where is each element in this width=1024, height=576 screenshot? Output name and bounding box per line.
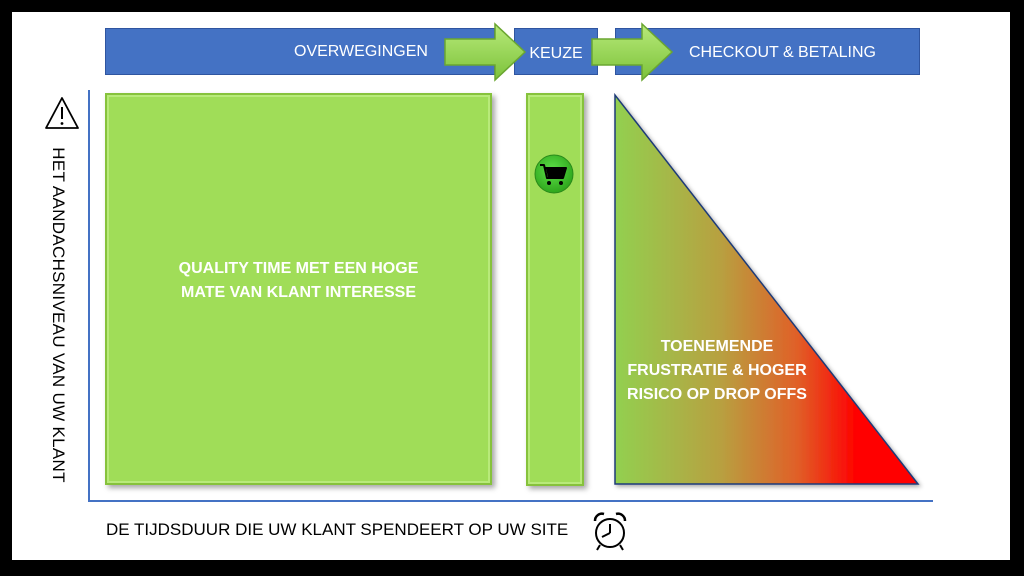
x-axis-label: DE TIJDSDUUR DIE UW KLANT SPENDEERT OP U… bbox=[106, 520, 569, 539]
stage-bar-overwegingen: OVERWEGINGEN bbox=[105, 28, 495, 75]
frustration-line-3: RISICO OP DROP OFFS bbox=[627, 386, 807, 403]
quality-line-1: QUALITY TIME MET EEN HOGE bbox=[178, 260, 419, 277]
arrow-to-keuze bbox=[444, 22, 527, 82]
stage-label-overwegingen: OVERWEGINGEN bbox=[294, 42, 428, 60]
quality-line-2: MATE VAN KLANT INTERESSE bbox=[181, 284, 416, 301]
alarm-clock-icon bbox=[593, 512, 627, 551]
frustration-line-2: FRUSTRATIE & HOGER bbox=[627, 362, 807, 379]
x-axis-line bbox=[88, 500, 933, 502]
stage-label-keuze: KEUZE bbox=[529, 45, 583, 62]
y-axis-label: HET AANDACHSNIVEAU VAN UW KLANT bbox=[46, 140, 70, 490]
stage-label-checkout: CHECKOUT & BETALING bbox=[689, 44, 876, 61]
panel-keuze bbox=[526, 93, 584, 486]
y-axis-label-text: HET AANDACHSNIVEAU VAN UW KLANT bbox=[49, 147, 68, 483]
panel-quality-time-label: QUALITY TIME MET EEN HOGE MATE VAN KLANT… bbox=[105, 257, 492, 305]
panel-frustration-label: TOENEMENDE FRUSTRATIE & HOGER RISICO OP … bbox=[612, 335, 822, 407]
arrow-to-checkout bbox=[591, 22, 674, 82]
panel-quality-time bbox=[105, 93, 492, 485]
warning-icon bbox=[45, 97, 79, 129]
stage-bar-keuze: KEUZE bbox=[514, 28, 598, 75]
shopping-cart-icon bbox=[534, 154, 574, 194]
y-axis-line bbox=[88, 90, 90, 502]
panel-frustration-triangle bbox=[614, 92, 920, 485]
frustration-line-1: TOENEMENDE bbox=[660, 338, 774, 355]
stage-bar-checkout: CHECKOUT & BETALING bbox=[615, 28, 920, 75]
